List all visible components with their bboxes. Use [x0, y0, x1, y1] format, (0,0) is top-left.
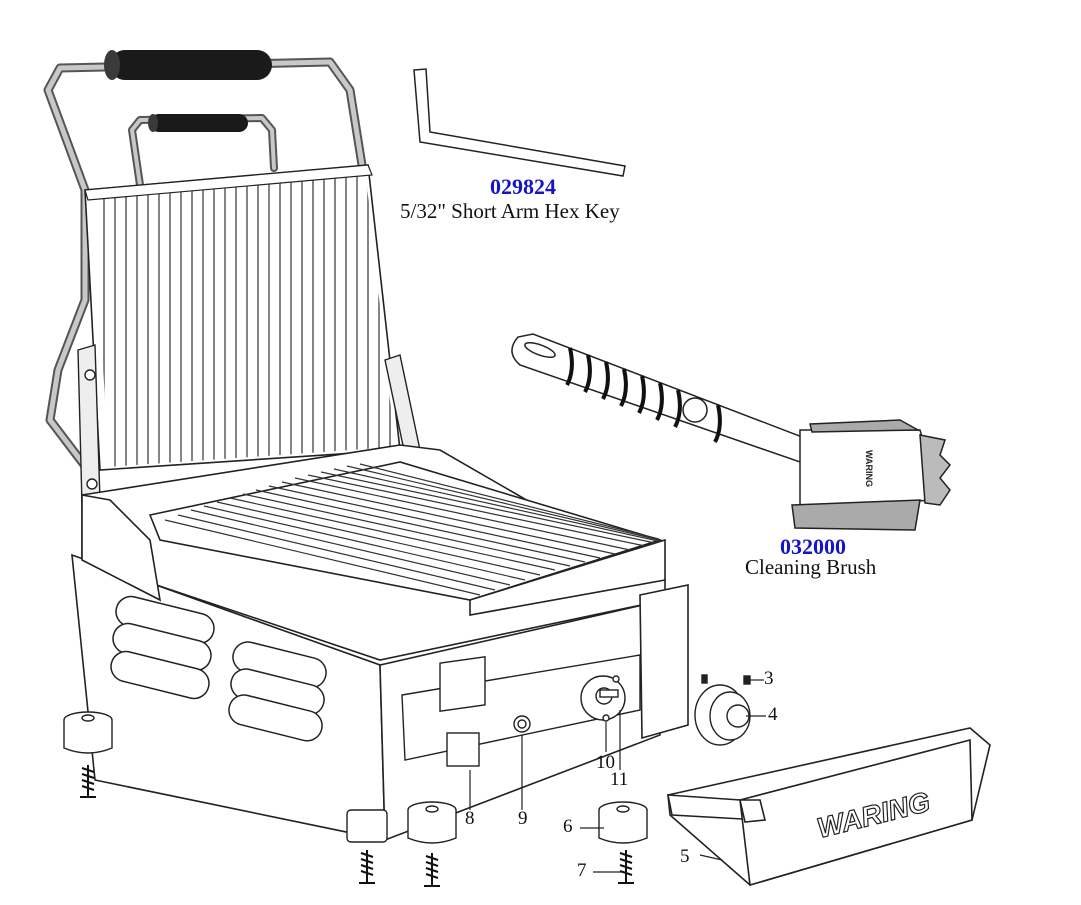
unit-feet [346, 809, 388, 843]
control-panel [401, 654, 641, 767]
foot-left [63, 711, 113, 754]
hinge-left [77, 344, 101, 506]
callout-7: 7 [577, 860, 587, 881]
vent-slots-center [228, 641, 327, 742]
drip-tray-drawing [667, 727, 991, 887]
callout-10: 10 [596, 752, 615, 773]
brush-part-name: Cleaning Brush [745, 555, 877, 579]
thermostat-knob-drawing [694, 674, 751, 746]
callout-9: 9 [518, 808, 528, 829]
callout-5: 5 [680, 846, 690, 867]
screws [80, 765, 634, 887]
hex-key-part-name: 5/32" Short Arm Hex Key [400, 199, 620, 223]
leader-lines [469, 679, 766, 873]
handle-grip-inner [150, 114, 248, 132]
callout-8: 8 [465, 808, 475, 829]
callout-6: 6 [563, 816, 573, 837]
power-switch [439, 656, 486, 712]
callout-3: 3 [764, 668, 774, 689]
brush-part-number: 032000 [780, 534, 846, 559]
hex-key-part-number: 029824 [490, 174, 556, 199]
cleaning-brush-drawing [511, 333, 951, 531]
handle-grip-top [110, 50, 272, 80]
foot-right [598, 801, 648, 844]
callout-4: 4 [768, 704, 778, 725]
vent-slots-left [110, 595, 215, 700]
lower-grill-ribs [164, 463, 660, 596]
brush-logo: WARING [864, 450, 874, 487]
upper-grill-plate [84, 164, 401, 471]
hex-key-drawing [413, 68, 626, 177]
foot-center [407, 801, 457, 844]
callout-11: 11 [610, 769, 629, 790]
